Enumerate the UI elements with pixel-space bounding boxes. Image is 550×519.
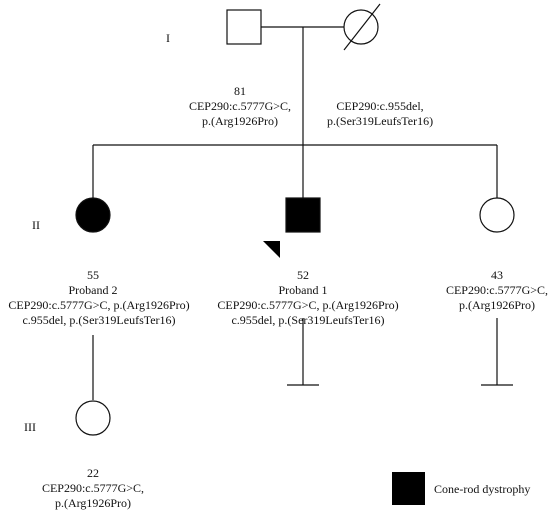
sister-age: 43 [491,268,503,282]
generation-label-iii: III [24,420,36,434]
daughter-variant-line1: CEP290:c.5777G>C, [41,481,145,495]
proband1-label: Proband 1 [278,283,328,297]
sister-symbol [479,197,515,233]
proband2-age: 55 [87,268,99,282]
mother-symbol [343,9,379,45]
proband1-symbol [285,197,321,233]
proband1-variant-line2: c.955del, p.(Ser319LeufsTer16) [231,313,385,327]
proband2-variant-line1: CEP290:c.5777G>C, p.(Arg1926Pro) [8,298,190,312]
generation-label-ii: II [32,218,40,232]
proband2-label: Proband 2 [68,283,118,297]
sister-variant-line2: p.(Arg1926Pro) [458,298,536,312]
proband1-age: 52 [297,268,309,282]
proband2-variant-line2: c.955del, p.(Ser319LeufsTer16) [22,313,176,327]
deceased-slash [343,3,381,51]
mother-age: 81 [234,84,246,98]
legend-affected-swatch [392,472,425,505]
daughter-age: 22 [87,466,99,480]
generation-label-i: I [166,31,170,45]
proband-arrow-marker [263,241,280,258]
paternal-allele-line2: p.(Ser319LeufsTer16) [326,114,434,128]
daughter-variant-line2: p.(Arg1926Pro) [54,496,132,510]
mother-variant-line1: CEP290:c.5777G>C, [188,99,292,113]
mother-variant-line2: p.(Arg1926Pro) [201,114,279,128]
proband1-variant-line1: CEP290:c.5777G>C, p.(Arg1926Pro) [217,298,399,312]
proband2-symbol [75,197,111,233]
legend-affected-label: Cone-rod dystrophy [434,482,531,496]
paternal-allele-line1: CEP290:c.955del, [336,99,424,113]
daughter-symbol [75,400,111,436]
sister-variant-line1: CEP290:c.5777G>C, [445,283,549,297]
father-symbol [226,9,262,45]
